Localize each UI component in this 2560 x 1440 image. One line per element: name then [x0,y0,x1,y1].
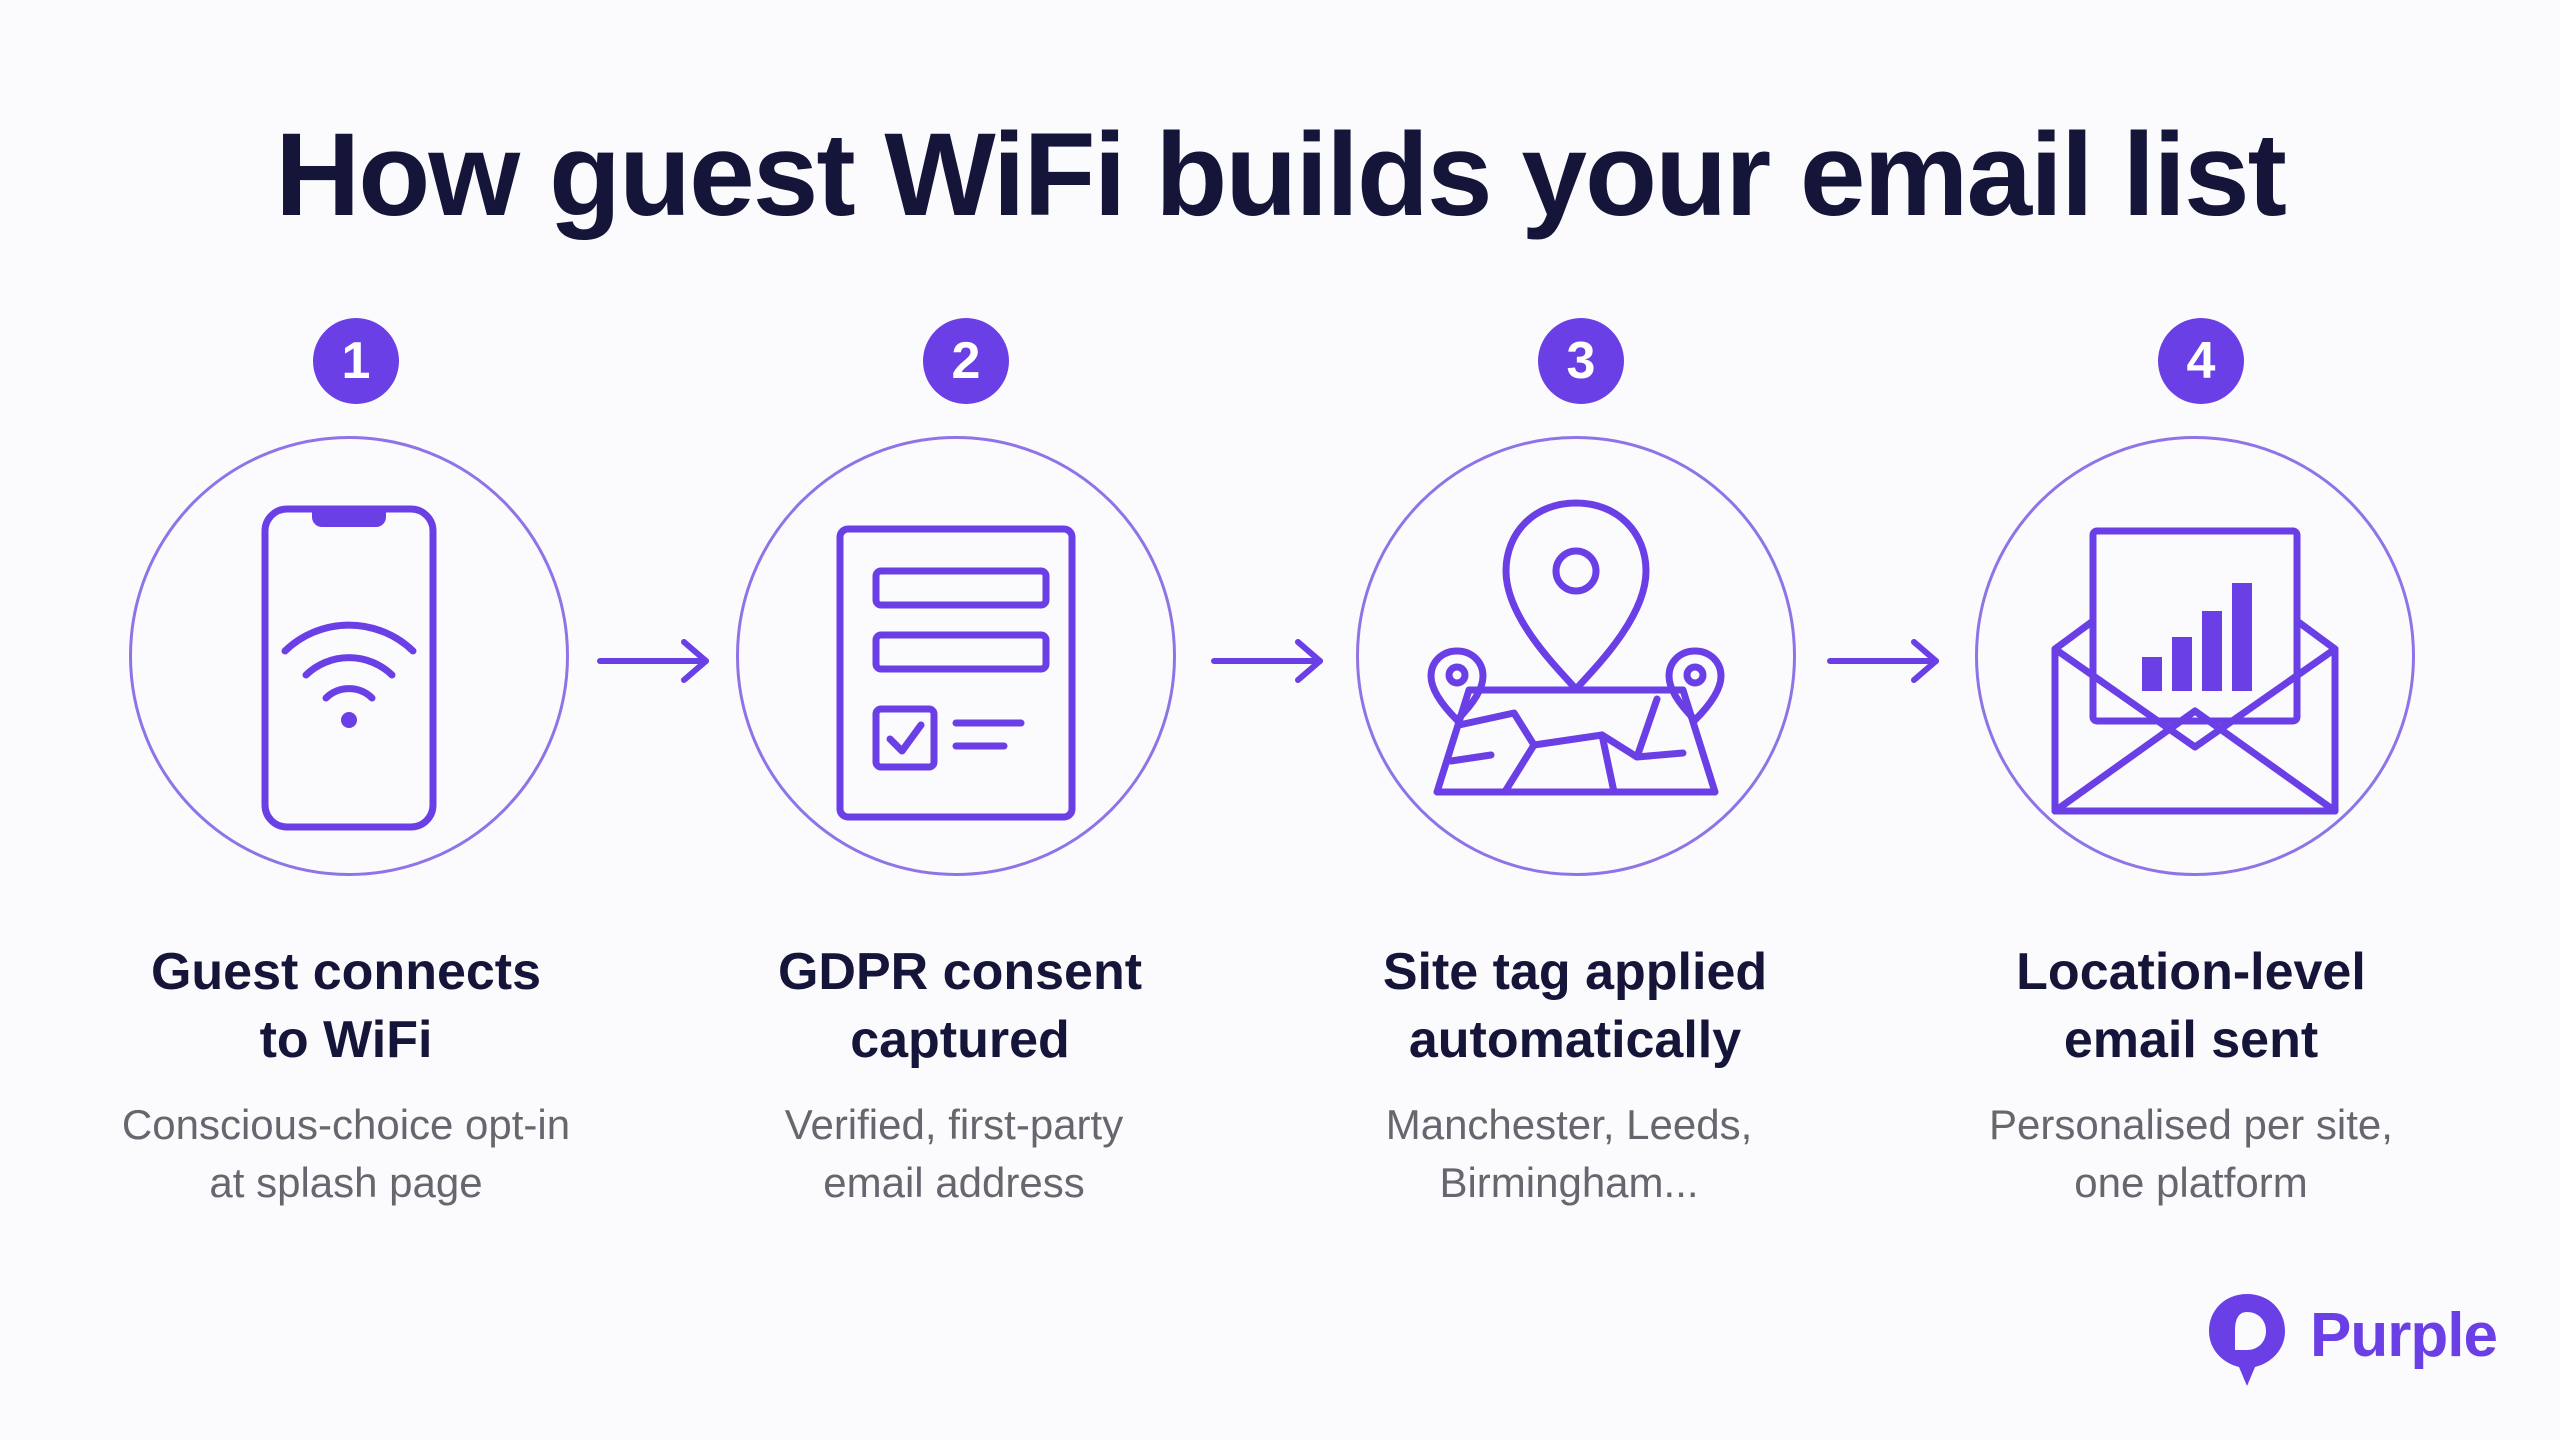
step-description-line: one platform [2074,1159,2308,1206]
step-description-line: Personalised per site, [1989,1101,2393,1148]
step-description-line: Birmingham... [1439,1159,1699,1206]
step-4: 4 Location-level email sent Personalised… [1875,0,2515,1300]
step-icon-circle [1975,436,2415,876]
page-title: How guest WiFi builds your email list [275,109,2287,241]
step-3: 3 Site tag applied automatically Manches… [1255,0,1895,1300]
step-icon-circle [129,436,569,876]
step-description: Conscious-choice opt-in at splash page [46,1096,646,1212]
step-title-line: Location-level [2016,943,2366,1001]
brand-name: Purple [2310,1301,2498,1370]
brand-logo: Purple [2205,1290,2505,1400]
step-title-line: automatically [1408,1011,1742,1069]
arrow-right-icon [1827,639,1939,683]
step-2: 2 GDPR consent captured Verified, first-… [640,0,1280,1300]
step-description: Verified, first-party email address [654,1096,1254,1212]
step-number-badge: 2 [923,318,1009,404]
step-number-badge: 4 [2158,318,2244,404]
step-number-badge: 3 [1538,318,1624,404]
step-description: Manchester, Leeds, Birmingham... [1269,1096,1869,1212]
smartphone-wifi-icon [261,505,437,831]
step-description-line: Manchester, Leeds, [1385,1101,1753,1148]
step-1: 1 Guest connects to WiFi Conscious-choic… [26,0,666,1300]
step-title: Site tag applied automatically [1275,938,1875,1074]
step-description-line: at splash page [209,1159,483,1206]
step-description: Personalised per site, one platform [1891,1096,2491,1212]
step-title-line: email sent [2063,1011,2319,1069]
step-description-line: Conscious-choice opt-in [121,1101,571,1148]
arrow-right-icon [1211,639,1323,683]
step-description-line: Verified, first-party [784,1101,1124,1148]
step-title: GDPR consent captured [660,938,1260,1074]
step-icon-circle [736,436,1176,876]
consent-form-icon [836,525,1076,821]
step-number-badge: 1 [313,318,399,404]
arrow-right-icon [597,639,709,683]
step-title-line: GDPR consent [777,943,1143,1001]
step-title: Guest connects to WiFi [46,938,646,1074]
step-title: Location-level email sent [1891,938,2491,1074]
step-title-line: Site tag applied [1382,943,1768,1001]
step-title-line: to WiFi [259,1011,433,1069]
step-title-line: captured [850,1011,1070,1069]
email-chart-icon [2051,527,2339,815]
step-title-line: Guest connects [150,943,542,1001]
map-pins-icon [1427,499,1725,796]
step-description-line: email address [823,1159,1085,1206]
step-icon-circle [1356,436,1796,876]
purple-logo-icon [2209,1294,2285,1386]
